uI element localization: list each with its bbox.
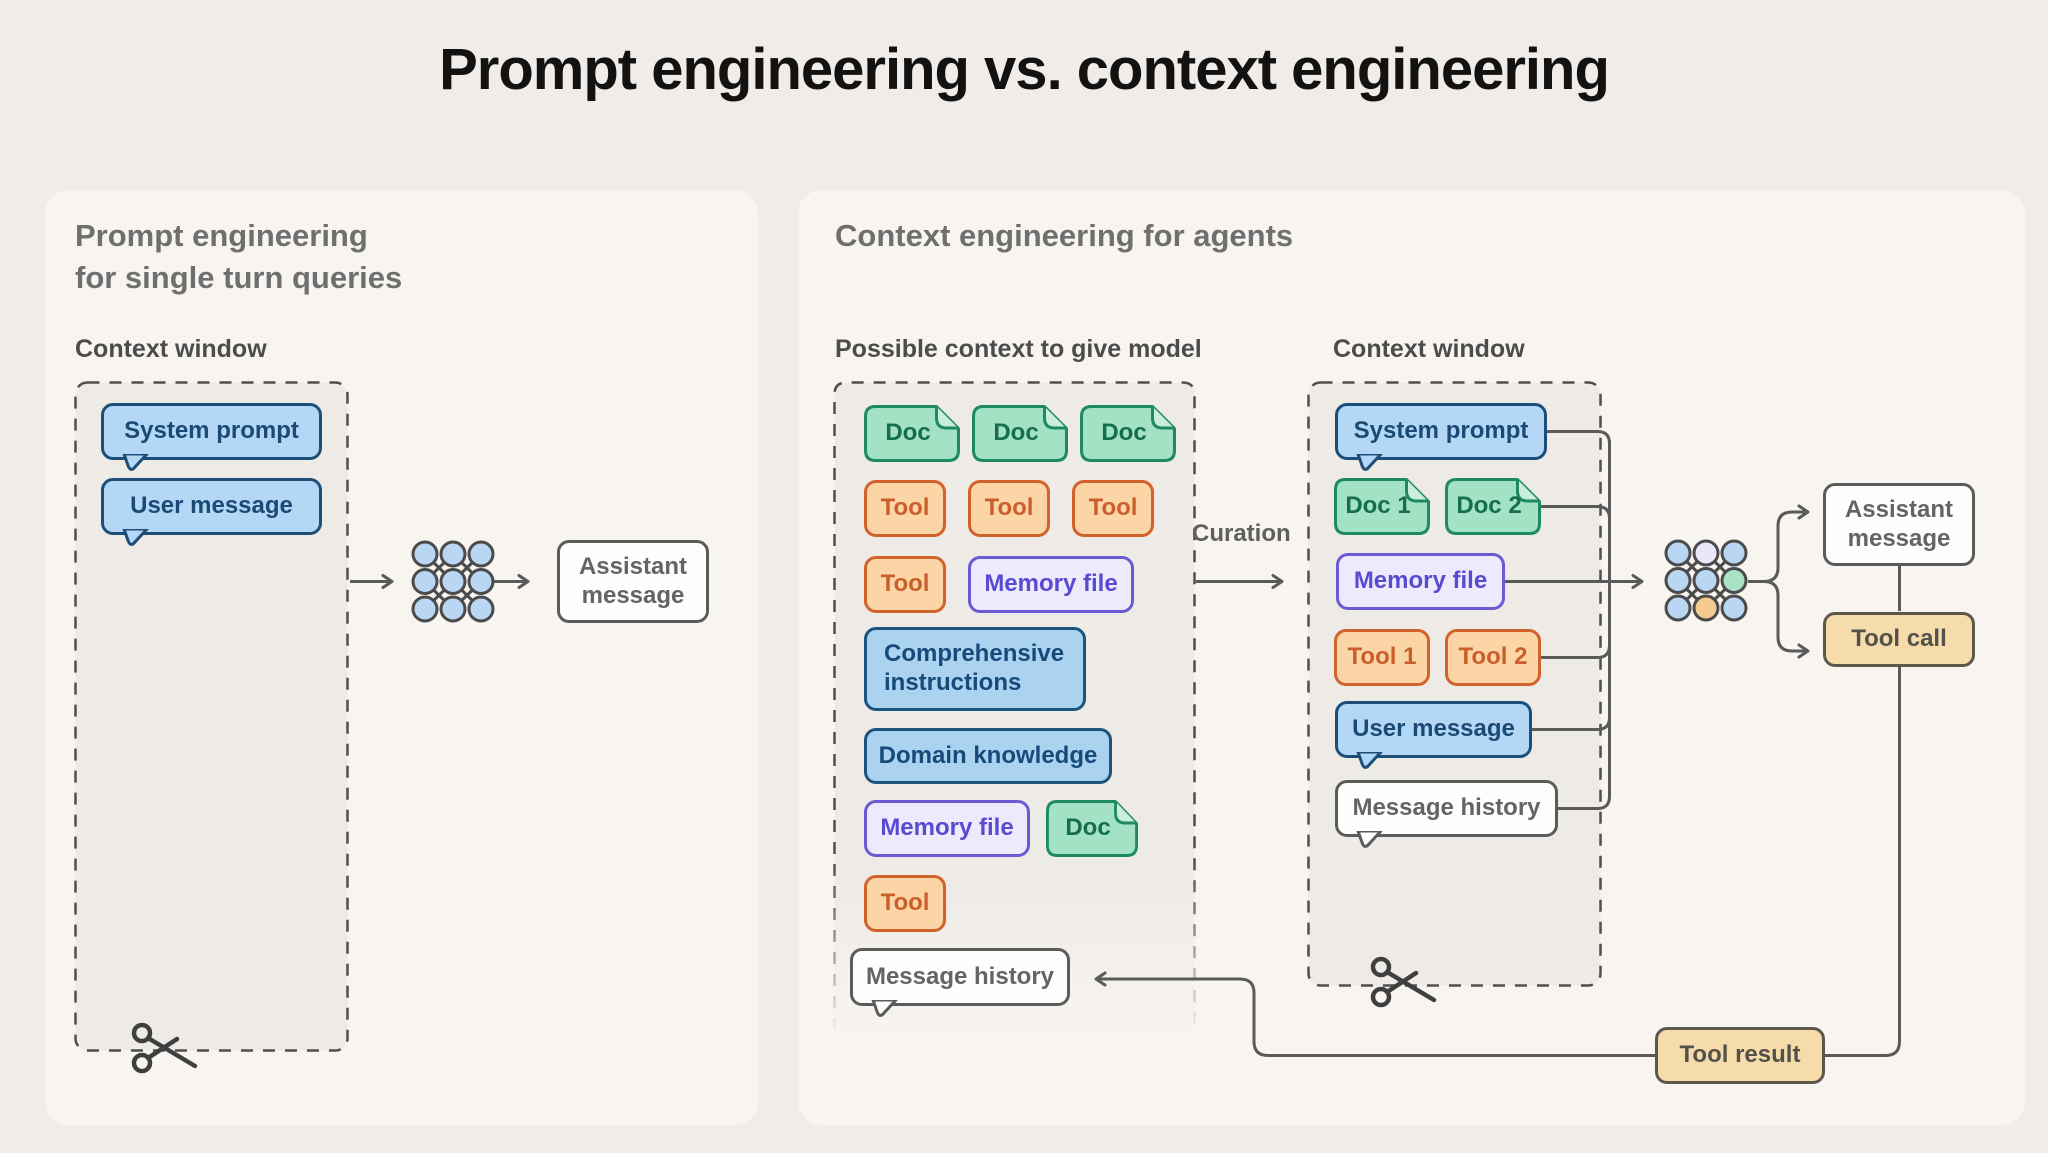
doc1-box: Doc 1	[1334, 478, 1430, 535]
right-context-window-label: Context window	[1333, 335, 1525, 363]
right-panel-heading: Context engineering for agents	[835, 218, 1294, 253]
tool-box: Tool	[864, 875, 946, 932]
tool-box: Tool	[968, 480, 1050, 537]
left-panel-heading: Prompt engineering for single turn queri…	[75, 218, 403, 295]
possible-context-label: Possible context to give model	[835, 335, 1202, 363]
speech-tail-icon	[122, 529, 149, 546]
neural-network-icon	[411, 540, 495, 623]
scissors-icon	[1370, 956, 1437, 1008]
tool-result-box: Tool result	[1655, 1027, 1825, 1084]
doc-box: Doc	[1080, 405, 1176, 462]
domain-knowledge-box: Domain knowledge	[864, 728, 1112, 784]
doc-icon	[1334, 478, 1430, 535]
possible-context-dashed-border	[833, 381, 1196, 1030]
tool-box: Tool	[1072, 480, 1154, 537]
doc-icon	[1080, 405, 1176, 462]
system-prompt-box: System prompt	[101, 403, 322, 471]
doc-icon	[972, 405, 1068, 462]
doc-box: Doc	[864, 405, 960, 462]
tool2-box: Tool 2	[1445, 629, 1541, 686]
tool-call-box: Tool call	[1823, 612, 1975, 667]
comprehensive-instructions-box: Comprehensive instructions	[864, 627, 1086, 711]
assistant-message-box: Assistant message	[1823, 483, 1975, 566]
speech-tail-icon	[871, 1000, 898, 1017]
speech-tail-icon	[122, 454, 149, 471]
message-history-box: Message history	[850, 948, 1070, 1017]
user-message-box: User message	[1335, 701, 1532, 769]
left-context-window-dashed-box	[74, 381, 349, 1052]
system-prompt-box: System prompt	[1335, 403, 1547, 471]
memory-file-box: Memory file	[1336, 553, 1505, 610]
assistant-message-box: Assistant message	[557, 540, 709, 623]
doc-box: Doc	[1046, 800, 1138, 857]
speech-tail-icon	[1356, 454, 1383, 471]
message-history-box: Message history	[1335, 780, 1558, 848]
page-title: Prompt engineering vs. context engineeri…	[439, 37, 1610, 102]
scissors-icon	[131, 1022, 198, 1074]
neural-network-icon	[1664, 539, 1748, 622]
doc-icon	[1046, 800, 1138, 857]
speech-tail-icon	[1356, 831, 1383, 848]
doc-icon	[1445, 478, 1541, 535]
tool-box: Tool	[864, 556, 946, 613]
memory-file-box: Memory file	[968, 556, 1134, 613]
tool-box: Tool	[864, 480, 946, 537]
speech-tail-icon	[1356, 752, 1383, 769]
tool1-box: Tool 1	[1334, 629, 1430, 686]
doc-box: Doc	[972, 405, 1068, 462]
curation-label: Curation	[1192, 520, 1291, 547]
doc-icon	[864, 405, 960, 462]
doc2-box: Doc 2	[1445, 478, 1541, 535]
left-context-window-label: Context window	[75, 335, 267, 363]
memory-file-box: Memory file	[864, 800, 1030, 857]
user-message-box: User message	[101, 478, 322, 546]
